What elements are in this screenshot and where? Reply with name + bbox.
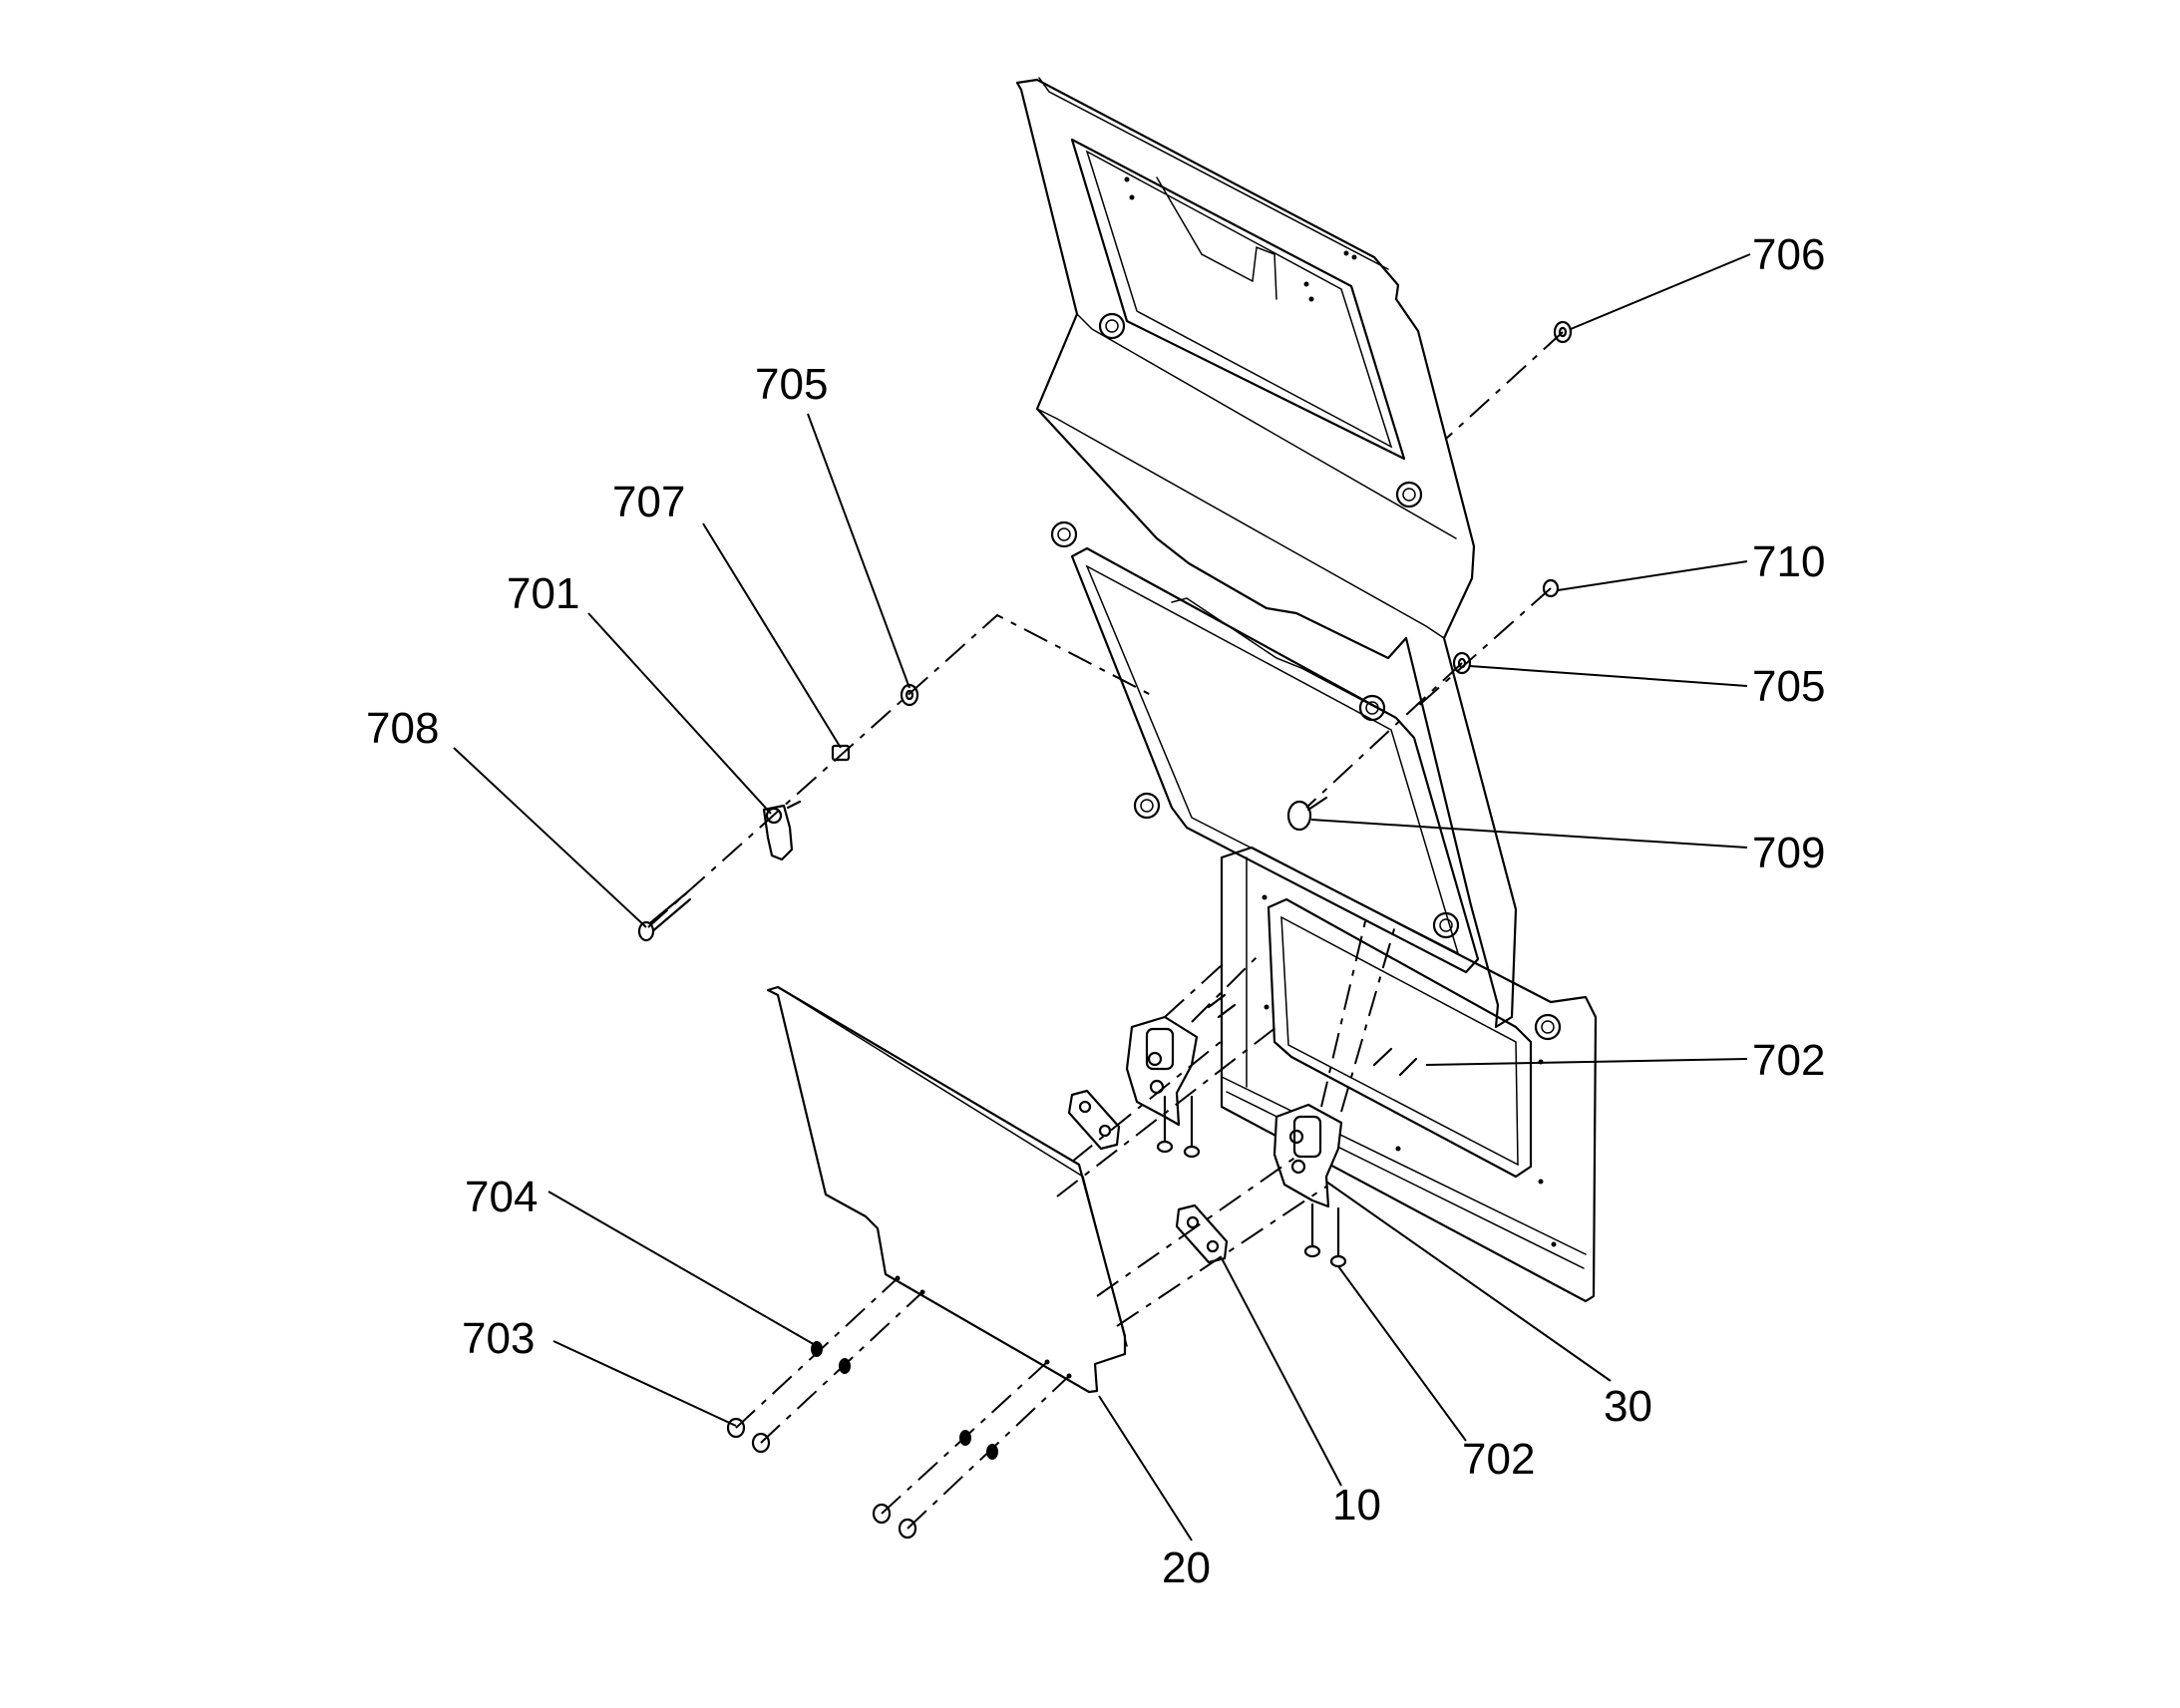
hinge-upper — [1125, 1015, 1199, 1127]
spacer-pad-upper — [1067, 1089, 1121, 1151]
callout-702-right: 702 — [1752, 1036, 1825, 1085]
callout-705-left: 705 — [755, 360, 828, 409]
assembly-axes — [647, 331, 1564, 1530]
callout-30: 30 — [1604, 1382, 1652, 1431]
leader-lines — [453, 253, 1751, 1541]
cover-plate — [766, 985, 1128, 1394]
bushing-707 — [831, 744, 851, 762]
callout-705-right: 705 — [1752, 662, 1825, 711]
lever-701 — [762, 800, 802, 861]
hanger-plate — [1015, 77, 1562, 1041]
callout-707: 707 — [612, 478, 685, 526]
callout-706: 706 — [1752, 230, 1825, 279]
springs-704 — [811, 1341, 998, 1460]
screws-702 — [1156, 993, 1418, 1268]
callout-710: 710 — [1752, 537, 1825, 586]
callout-704: 704 — [465, 1173, 538, 1221]
callout-701: 701 — [507, 569, 579, 618]
callout-labels: 706 705 707 701 708 710 705 709 702 704 … — [366, 230, 1825, 1592]
callout-709: 709 — [1752, 829, 1825, 877]
callout-10: 10 — [1332, 1481, 1381, 1530]
back-box — [1220, 846, 1598, 1303]
callout-702-bottom: 702 — [1462, 1435, 1535, 1484]
callout-20: 20 — [1162, 1543, 1211, 1592]
hinge-lower — [1272, 1103, 1343, 1208]
callout-703: 703 — [462, 1314, 535, 1363]
spacer-pad-lower — [1175, 1203, 1229, 1264]
bolt-709 — [1286, 796, 1328, 832]
nuts-703 — [726, 1417, 917, 1539]
screw-708 — [637, 891, 692, 942]
callout-708: 708 — [366, 704, 439, 753]
